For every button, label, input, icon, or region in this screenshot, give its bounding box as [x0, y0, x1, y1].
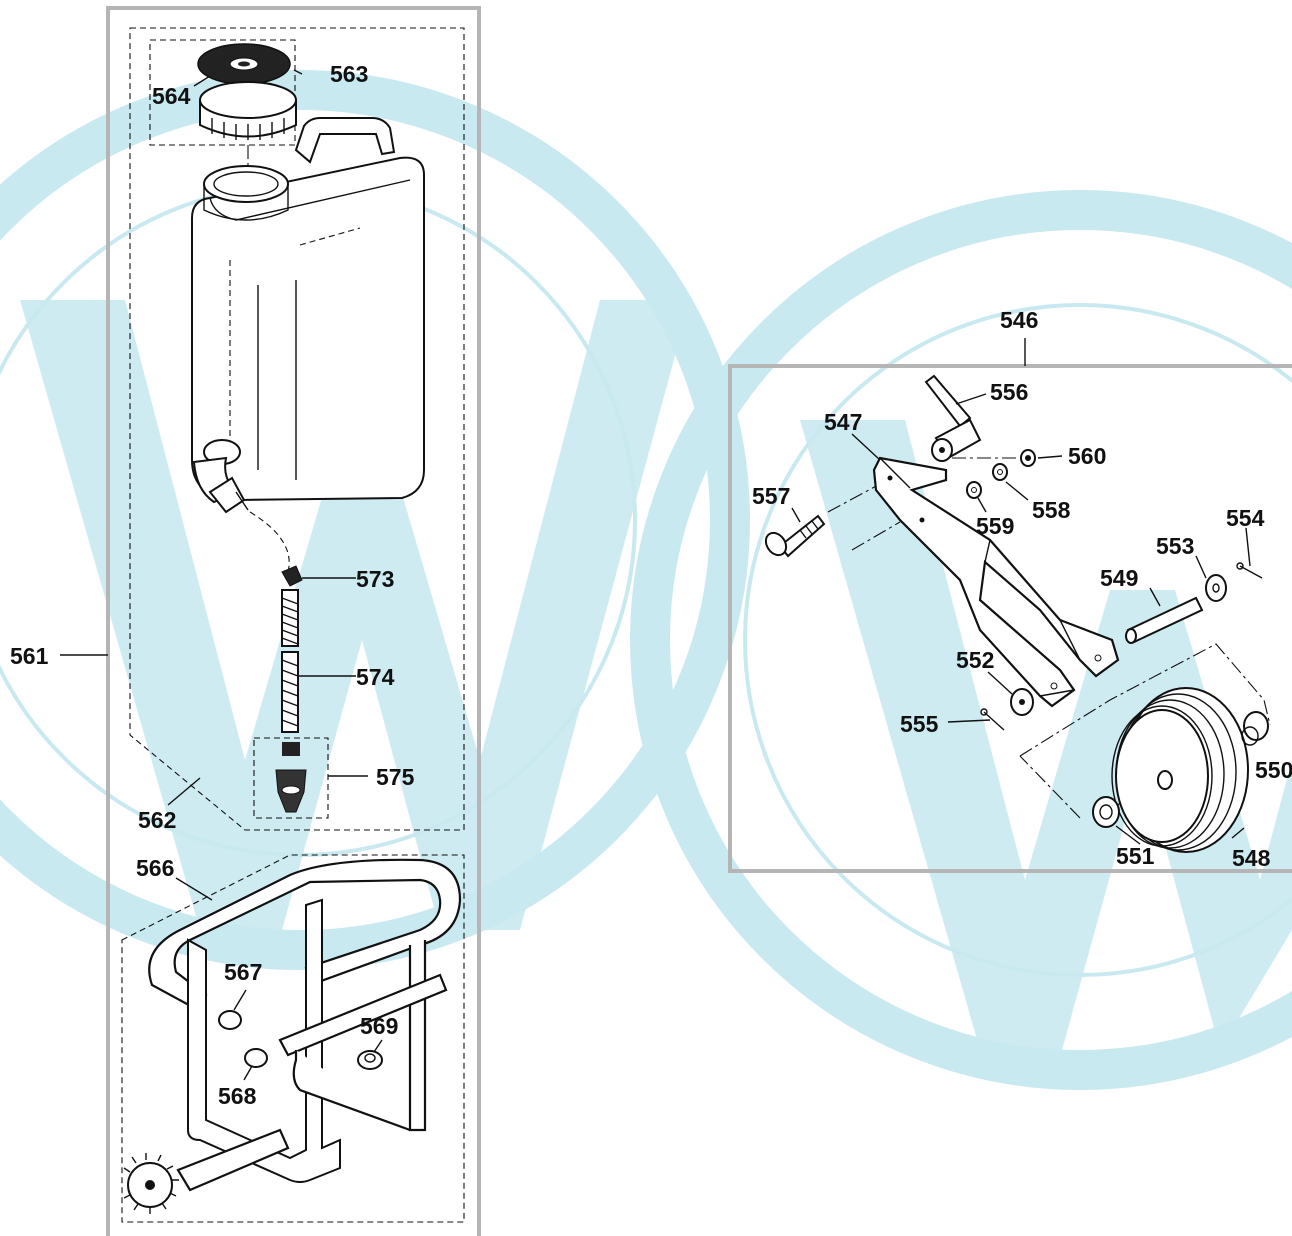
label-560: 560: [1068, 443, 1106, 469]
label-557: 557: [752, 483, 790, 509]
hose-fitting-573: [281, 565, 303, 587]
frame-546: [728, 364, 1292, 873]
nut-560: [1020, 449, 1036, 467]
label-567: 567: [224, 959, 262, 985]
label-563: 563: [330, 61, 368, 87]
label-568: 568: [218, 1083, 257, 1109]
hub-cap-550: [1241, 711, 1269, 746]
label-548: 548: [1232, 845, 1271, 871]
washer-553: [1205, 574, 1227, 602]
nozzle-575: [275, 742, 307, 813]
cap-568: [244, 1048, 268, 1068]
label-549: 549: [1100, 565, 1138, 591]
leader-lines: [60, 69, 1251, 1081]
label-555: 555: [900, 711, 939, 737]
group-566-outline: [121, 854, 465, 1223]
label-558: 558: [1032, 497, 1071, 523]
group-563-outline: [149, 39, 296, 146]
label-573: 573: [356, 566, 394, 592]
pin-555: [980, 708, 1005, 731]
label-566: 566: [136, 855, 174, 881]
pin-554: [1236, 562, 1263, 579]
hub-cap-551: [1092, 796, 1120, 828]
label-569: 569: [360, 1013, 398, 1039]
label-553: 553: [1156, 533, 1194, 559]
bolt-557: [764, 514, 826, 558]
label-547: 547: [824, 409, 862, 435]
hose-path: [249, 511, 290, 573]
label-556: 556: [990, 379, 1028, 405]
axle-549: [1125, 596, 1204, 644]
foot-569: [357, 1050, 383, 1070]
label-574: 574: [356, 664, 395, 690]
label-559: 559: [976, 513, 1014, 539]
tank-cap: [199, 81, 297, 140]
group-575-outline: [253, 737, 329, 819]
group-562-outline: [129, 27, 465, 831]
water-tank: [191, 117, 425, 514]
label-550: 550: [1255, 757, 1292, 783]
label-564: 564: [152, 83, 191, 109]
washer-558: [992, 463, 1008, 481]
watermark-logo-right: [630, 190, 1292, 1090]
wheel-548: [1111, 687, 1249, 853]
cap-567: [218, 1010, 242, 1030]
label-546: 546: [1000, 307, 1038, 333]
label-551: 551: [1116, 843, 1155, 869]
cap-label-564: [197, 43, 291, 85]
lever-556: [924, 374, 982, 462]
label-562: 562: [138, 807, 176, 833]
cart-frame-566: [123, 858, 462, 1214]
washer-552: [1010, 688, 1034, 716]
handle-bracket-547: [872, 456, 1120, 708]
washer-559: [966, 481, 982, 499]
hose-574: [281, 589, 299, 733]
label-554: 554: [1226, 505, 1265, 531]
frame-561: [106, 6, 481, 1236]
label-561: 561: [10, 643, 49, 669]
label-575: 575: [376, 764, 415, 790]
label-552: 552: [956, 647, 994, 673]
part-labels: 546 547 548 549 550 551 552 553 554 555 …: [10, 61, 1292, 1109]
